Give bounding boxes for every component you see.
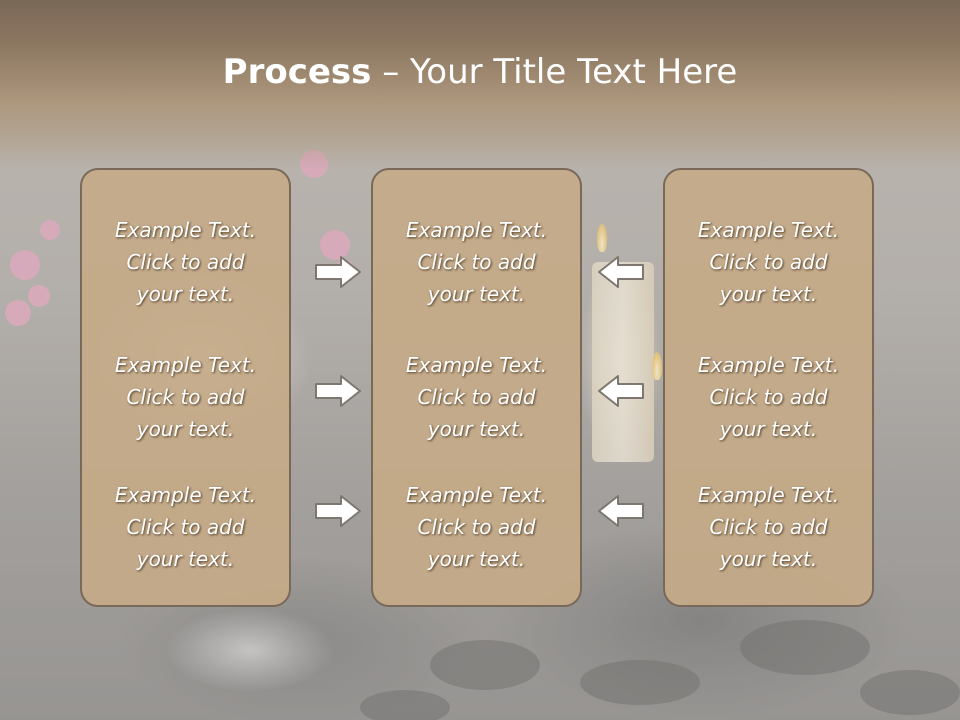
- arrow-left-icon: [598, 256, 644, 288]
- arrow-right-icon: [315, 495, 361, 527]
- text-line: Click to add: [417, 250, 536, 274]
- candle-flame: [652, 352, 662, 380]
- text-line: Example Text.: [114, 218, 257, 242]
- text-line: Example Text.: [697, 218, 840, 242]
- text-line: Click to add: [417, 385, 536, 409]
- text-line: Example Text.: [114, 353, 257, 377]
- candle-flame: [597, 224, 607, 252]
- text-item[interactable]: Example Text. Click to add your text.: [82, 214, 289, 310]
- text-line: your text.: [719, 547, 818, 571]
- text-line: Example Text.: [405, 218, 548, 242]
- text-line: Example Text.: [405, 483, 548, 507]
- text-line: Click to add: [126, 515, 245, 539]
- text-line: your text.: [719, 282, 818, 306]
- text-line: your text.: [719, 417, 818, 441]
- arrow-left-icon: [598, 495, 644, 527]
- text-line: Click to add: [709, 250, 828, 274]
- process-box-right[interactable]: Example Text. Click to add your text. Ex…: [663, 168, 874, 607]
- text-line: Example Text.: [405, 353, 548, 377]
- blossom-decoration: [40, 220, 60, 240]
- stone-decoration: [580, 660, 700, 705]
- text-line: your text.: [136, 547, 235, 571]
- title-bold-part: Process: [222, 52, 372, 92]
- text-line: your text.: [427, 547, 526, 571]
- arrow-right-icon: [315, 256, 361, 288]
- text-line: Click to add: [126, 250, 245, 274]
- text-item[interactable]: Example Text. Click to add your text.: [82, 479, 289, 575]
- blossom-decoration: [10, 250, 40, 280]
- blossom-decoration: [28, 285, 50, 307]
- candle-decoration: [592, 262, 654, 462]
- text-line: Example Text.: [697, 353, 840, 377]
- blossom-decoration: [320, 230, 350, 260]
- slide-title[interactable]: Process – Your Title Text Here: [0, 52, 960, 92]
- blossom-decoration: [5, 300, 31, 326]
- text-item[interactable]: Example Text. Click to add your text.: [373, 214, 580, 310]
- text-item[interactable]: Example Text. Click to add your text.: [373, 349, 580, 445]
- text-item[interactable]: Example Text. Click to add your text.: [665, 479, 872, 575]
- text-line: Example Text.: [697, 483, 840, 507]
- process-box-left[interactable]: Example Text. Click to add your text. Ex…: [80, 168, 291, 607]
- text-item[interactable]: Example Text. Click to add your text.: [373, 479, 580, 575]
- text-line: Click to add: [126, 385, 245, 409]
- title-band: [0, 0, 960, 170]
- arrow-left-icon: [598, 375, 644, 407]
- stone-decoration: [430, 640, 540, 690]
- text-line: Click to add: [709, 385, 828, 409]
- text-line: Click to add: [417, 515, 536, 539]
- text-line: Click to add: [709, 515, 828, 539]
- title-separator: –: [371, 52, 411, 92]
- text-item[interactable]: Example Text. Click to add your text.: [82, 349, 289, 445]
- text-line: your text.: [427, 282, 526, 306]
- stone-decoration: [860, 670, 960, 715]
- text-item[interactable]: Example Text. Click to add your text.: [665, 349, 872, 445]
- text-line: your text.: [136, 282, 235, 306]
- stone-decoration: [740, 620, 870, 675]
- text-item[interactable]: Example Text. Click to add your text.: [665, 214, 872, 310]
- stone-decoration: [360, 690, 450, 720]
- title-rest: Your Title Text Here: [410, 52, 738, 92]
- arrow-right-icon: [315, 375, 361, 407]
- text-line: your text.: [136, 417, 235, 441]
- process-box-center[interactable]: Example Text. Click to add your text. Ex…: [371, 168, 582, 607]
- text-line: your text.: [427, 417, 526, 441]
- text-line: Example Text.: [114, 483, 257, 507]
